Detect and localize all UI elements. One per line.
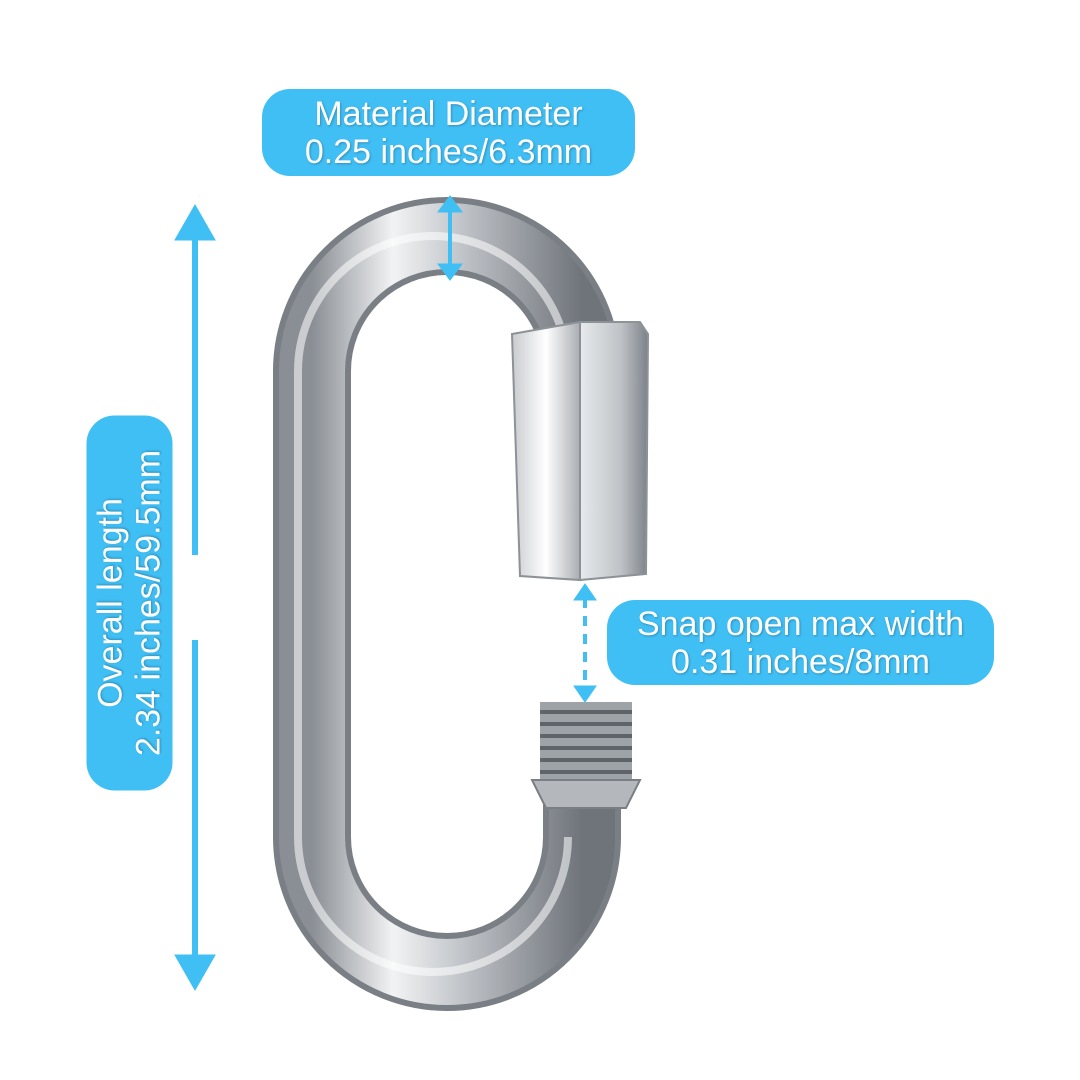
material-diameter-title: Material Diameter: [314, 94, 583, 133]
overall-length-label: Overall length 2.34 inches/59.5mm: [86, 415, 173, 791]
material-diameter-value: 0.25 inches/6.3mm: [304, 132, 593, 171]
snap-open-value: 0.31 inches/8mm: [671, 642, 930, 681]
length-arrow: [174, 203, 216, 992]
material-diameter-label: Material Diameter 0.25 inches/6.3mm: [262, 89, 635, 176]
overall-length-title: Overall length: [91, 498, 130, 708]
overall-length-value: 2.34 inches/59.5mm: [129, 449, 168, 757]
snap-open-title: Snap open max width: [637, 604, 964, 643]
snap-open-label: Snap open max width 0.31 inches/8mm: [607, 600, 994, 685]
snap-gap-arrow: [573, 583, 597, 703]
locking-sleeve: [510, 320, 650, 582]
diameter-arrow: [437, 195, 463, 281]
thread-section: [530, 702, 642, 809]
